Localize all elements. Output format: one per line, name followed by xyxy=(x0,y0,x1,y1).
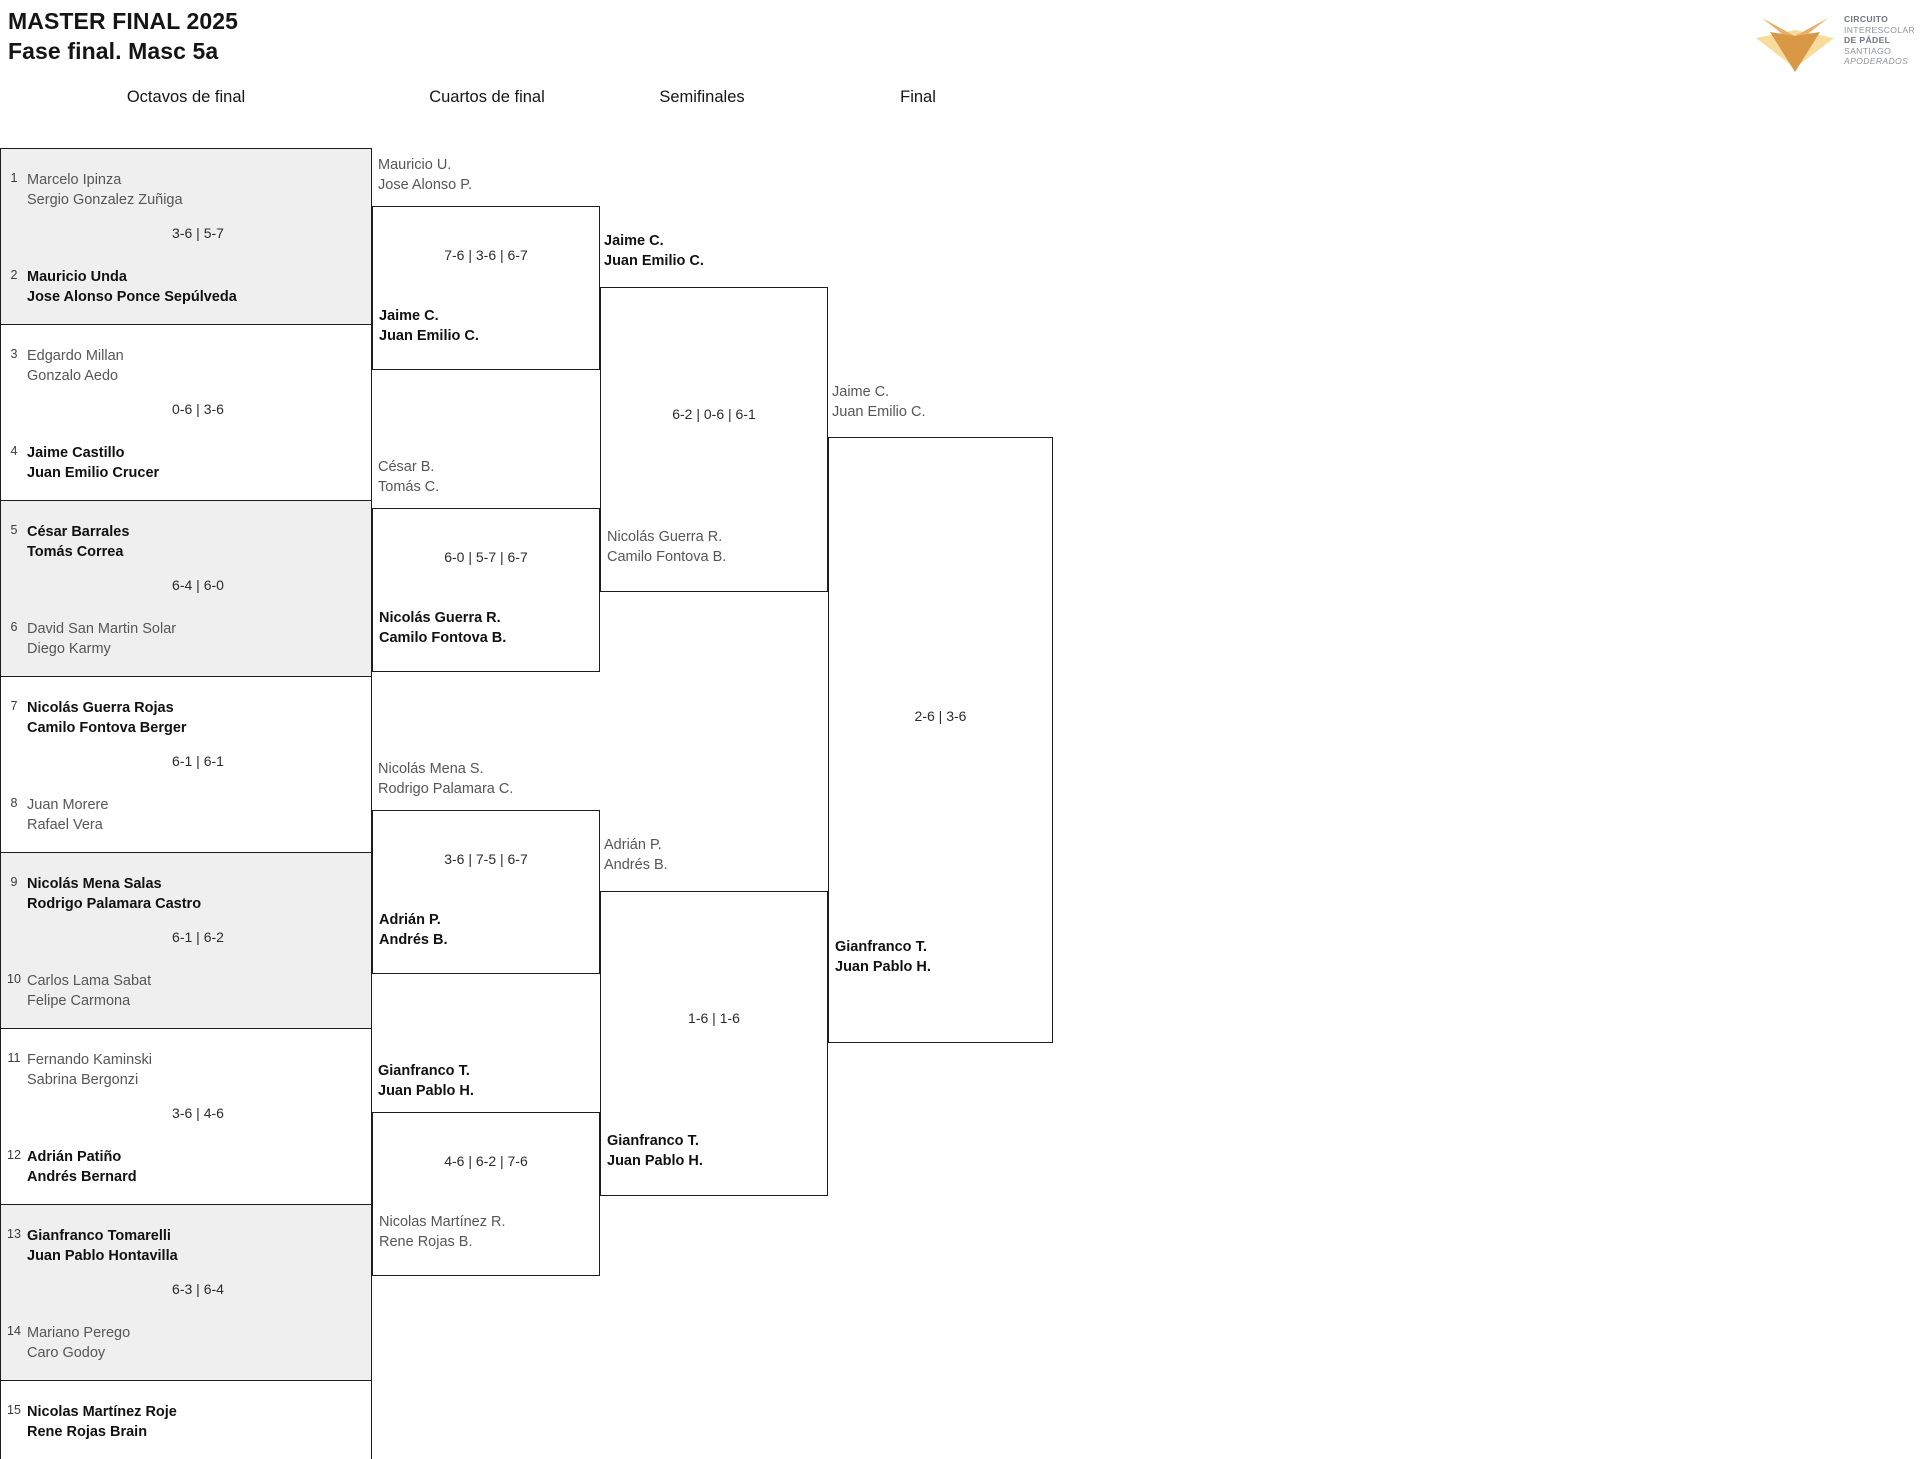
match-score: 6-1 | 6-2 xyxy=(172,929,224,945)
sf2-score: 1-6 | 1-6 xyxy=(688,1010,740,1026)
match-score: 3-6 | 5-7 xyxy=(172,225,224,241)
seed-number: 8 xyxy=(10,796,18,810)
qf-match-4-box[interactable]: 4-6 | 6-2 | 7-6 Nicolas Martínez R.Rene … xyxy=(372,1112,600,1276)
match-score: 6-2 | 6-2 xyxy=(1,1457,373,1459)
qf3-team-bottom: Adrián P.Andrés B. xyxy=(379,912,448,948)
qf2-score: 6-0 | 5-7 | 6-7 xyxy=(444,549,528,565)
seed-number: 13 xyxy=(7,1227,21,1241)
match-score: 0-6 | 3-6 xyxy=(172,401,224,417)
sf2-team-top: Adrián P.Andrés B. xyxy=(604,837,668,873)
qf2-team-top: César B.Tomás C. xyxy=(378,459,440,495)
seed-number: 12 xyxy=(7,1148,21,1162)
match-score: 3-6 | 4-6 xyxy=(172,1105,224,1121)
final-score: 2-6 | 3-6 xyxy=(914,708,967,724)
match-score: 6-4 | 6-0 xyxy=(172,577,224,593)
final-match-box[interactable]: 2-6 | 3-6 Gianfranco T.Juan Pablo H. xyxy=(828,437,1053,1043)
sf1-score: 6-2 | 0-6 | 6-1 xyxy=(672,406,756,422)
seed-number: 7 xyxy=(10,699,18,713)
qf-match-2-box[interactable]: 6-0 | 5-7 | 6-7 Nicolás Guerra R.Camilo … xyxy=(372,508,600,672)
sf-match-1-box[interactable]: 6-2 | 0-6 | 6-1 Nicolás Guerra R.Camilo … xyxy=(600,287,828,592)
qf1-team-top: Mauricio U.Jose Alonso P. xyxy=(378,157,473,193)
qf-match-1-box[interactable]: 7-6 | 3-6 | 6-7 Jaime C.Juan Emilio C. xyxy=(372,206,600,370)
seed-number: 6 xyxy=(10,620,18,634)
qf1-score: 7-6 | 3-6 | 6-7 xyxy=(444,247,528,263)
tournament-phase: Fase final. Masc 5a xyxy=(8,38,219,64)
round-header-octavos: Octavos de final xyxy=(126,88,246,106)
round-header-final: Final xyxy=(900,88,936,106)
logo-line-2: INTERESCOLAR xyxy=(1844,24,1916,35)
match-score: 6-1 | 6-1 xyxy=(172,753,224,769)
qf4-team-top: Gianfranco T.Juan Pablo H. xyxy=(378,1063,474,1099)
seed-number: 9 xyxy=(10,875,18,889)
logo-line-4: SANTIAGO xyxy=(1844,45,1892,56)
round-header-cuartos: Cuartos de final xyxy=(429,88,545,106)
round-header-semifinales: Semifinales xyxy=(659,88,745,106)
logo: CIRCUITO INTERESCOLAR DE PÁDEL SANTIAGO … xyxy=(1752,6,1920,78)
logo-wordmark: CIRCUITO INTERESCOLAR DE PÁDEL SANTIAGO … xyxy=(1844,14,1920,67)
seed-number: 1 xyxy=(10,171,18,185)
seed-number: 14 xyxy=(7,1324,21,1338)
seed-number: 2 xyxy=(10,268,18,282)
final-team-bottom: Gianfranco T.Juan Pablo H. xyxy=(835,939,931,975)
qf-match-3-box[interactable]: 3-6 | 7-5 | 6-7 Adrián P.Andrés B. xyxy=(372,810,600,974)
seed-number: 4 xyxy=(10,444,18,458)
qf4-team-bottom: Nicolas Martínez R.Rene Rojas B. xyxy=(379,1214,506,1250)
qf1-team-bottom: Jaime C.Juan Emilio C. xyxy=(379,308,479,344)
seed-number: 3 xyxy=(10,347,18,361)
page-title: MASTER FINAL 2025 Fase final. Masc 5a xyxy=(8,6,238,66)
qf3-score: 3-6 | 7-5 | 6-7 xyxy=(444,851,528,867)
qf4-score: 4-6 | 6-2 | 7-6 xyxy=(444,1153,528,1169)
sf-match-2-box[interactable]: 1-6 | 1-6 Gianfranco T.Juan Pablo H. xyxy=(600,891,828,1196)
qf2-team-bottom: Nicolás Guerra R.Camilo Fontova B. xyxy=(379,610,507,646)
final-team-top: Jaime C.Juan Emilio C. xyxy=(832,384,926,420)
seed-number: 5 xyxy=(10,523,18,537)
logo-line-5: APODERADOS xyxy=(1844,56,1909,66)
seed-number: 11 xyxy=(7,1051,21,1065)
sf2-team-bottom: Gianfranco T.Juan Pablo H. xyxy=(607,1133,703,1169)
seed-number: 10 xyxy=(7,972,21,986)
seed-number: 15 xyxy=(7,1403,21,1417)
qf3-team-top: Nicolás Mena S.Rodrigo Palamara C. xyxy=(378,761,514,797)
logo-line-3: DE PÁDEL xyxy=(1844,35,1891,45)
sf1-team-bottom: Nicolás Guerra R.Camilo Fontova B. xyxy=(607,529,727,565)
match-score: 6-3 | 6-4 xyxy=(172,1281,224,1297)
tournament-name: MASTER FINAL 2025 xyxy=(8,8,239,34)
logo-line-1: CIRCUITO xyxy=(1844,14,1889,24)
chevron-logo-icon xyxy=(1756,18,1834,72)
sf1-team-top: Jaime C.Juan Emilio C. xyxy=(604,233,704,269)
